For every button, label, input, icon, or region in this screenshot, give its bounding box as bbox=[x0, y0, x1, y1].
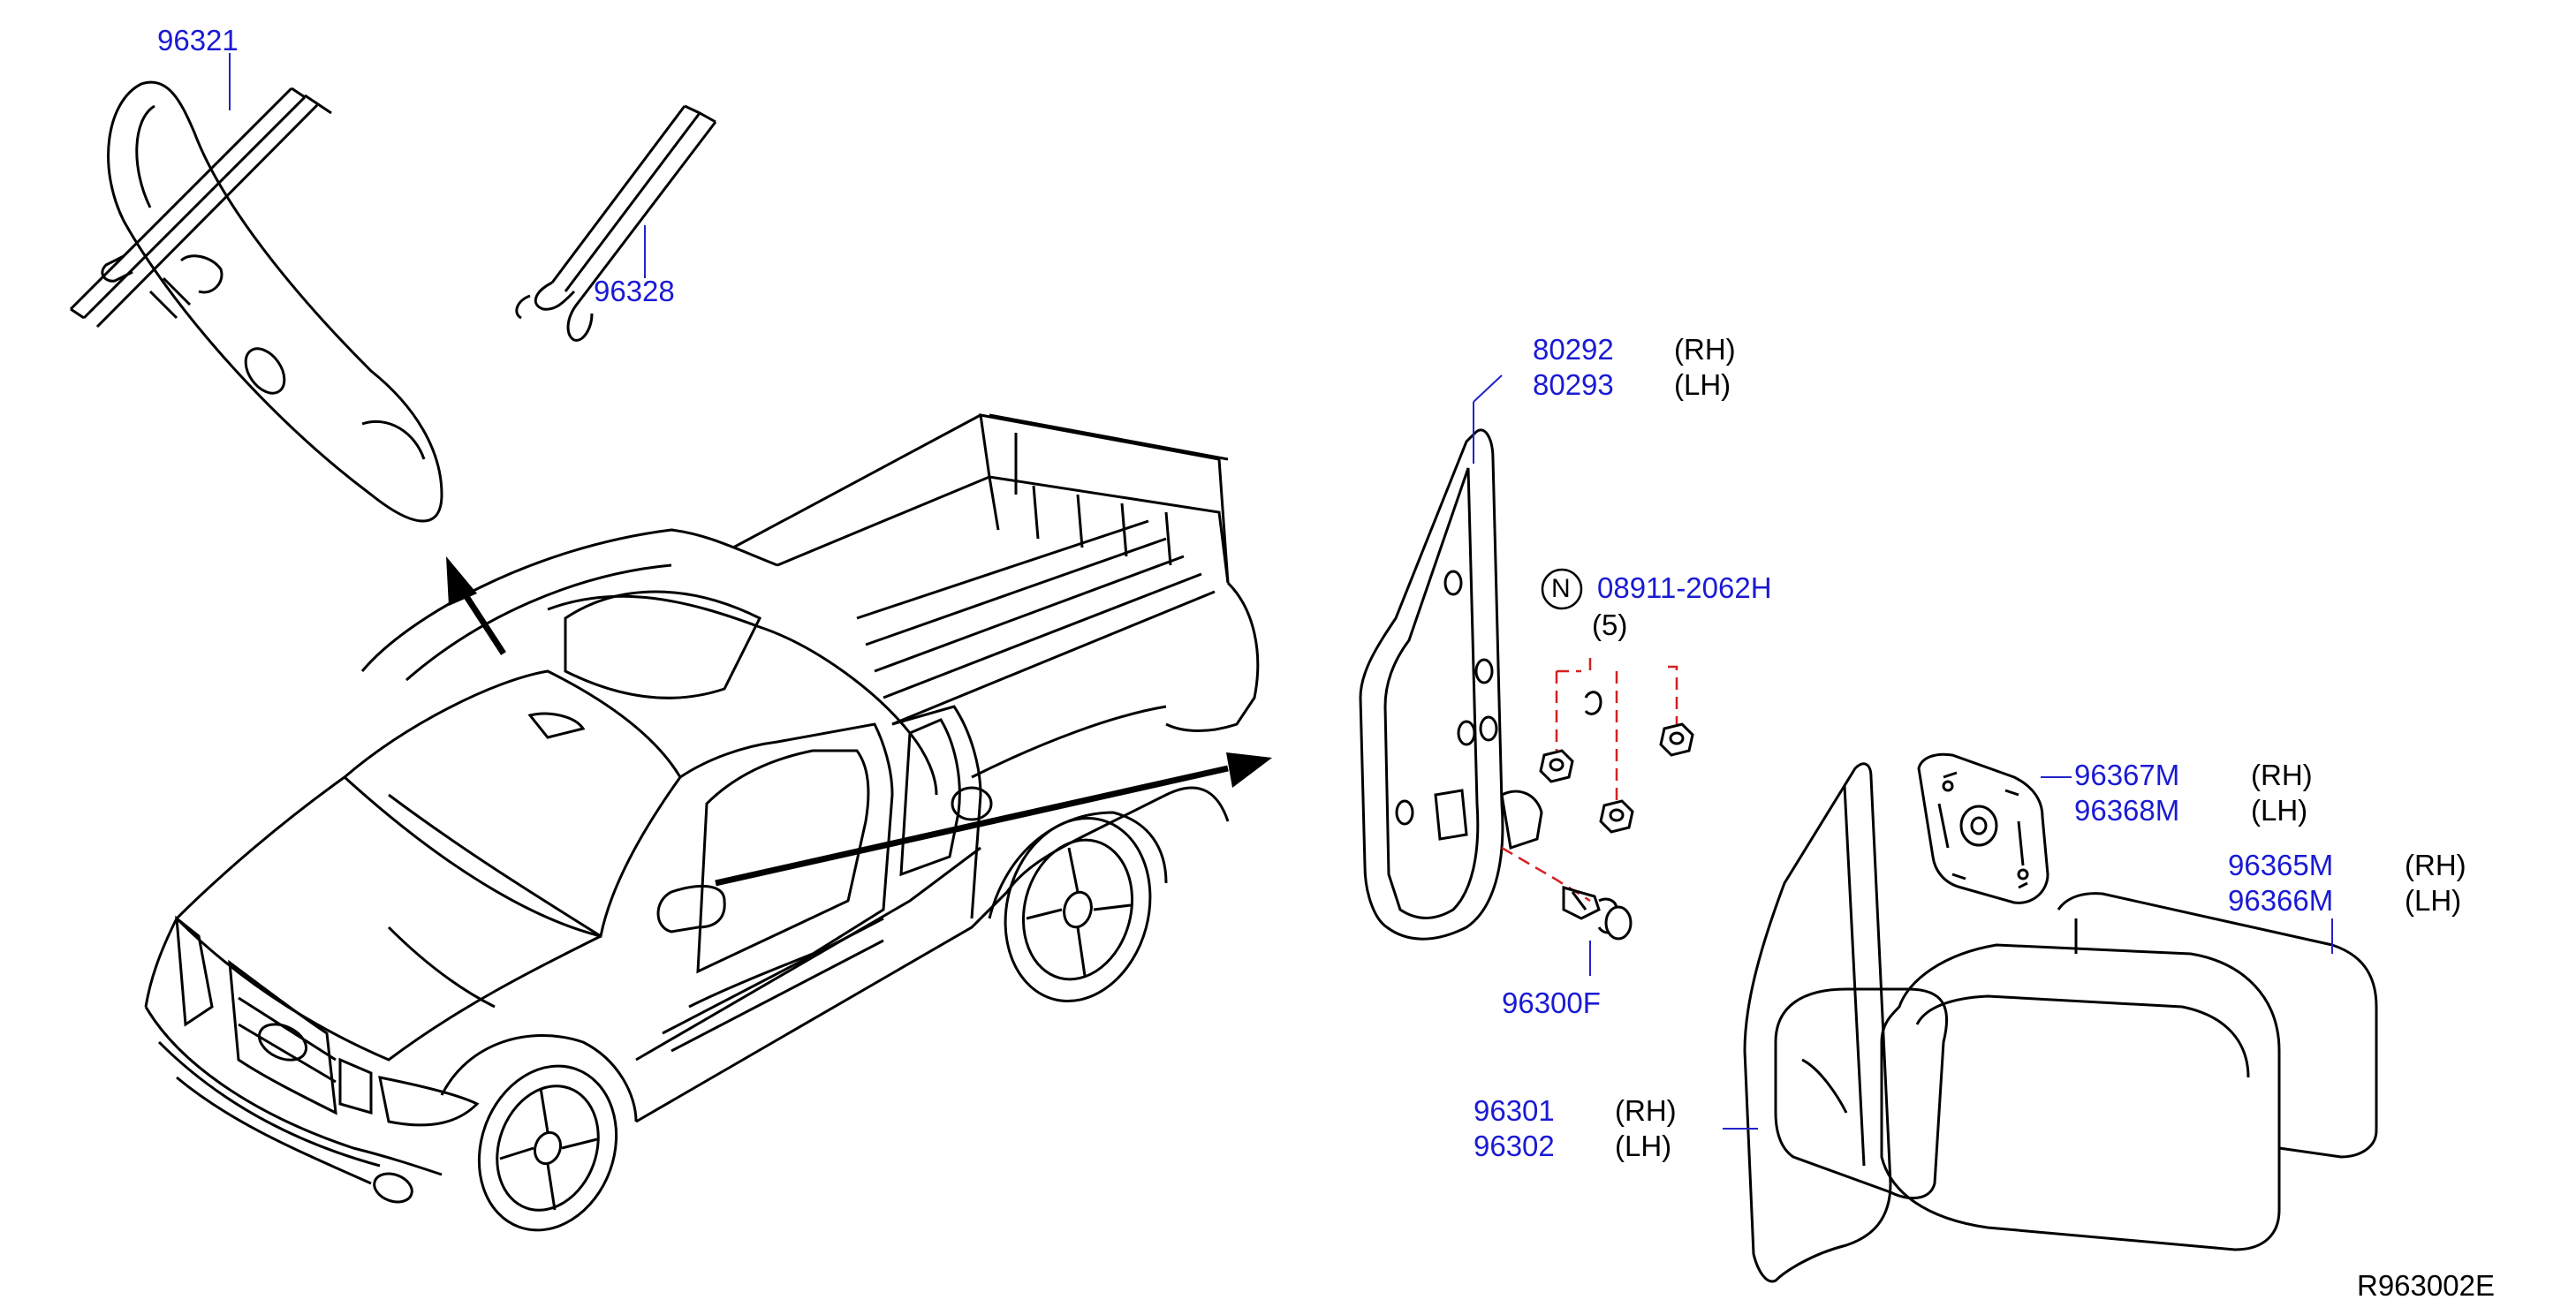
side-rh-96301: (RH) bbox=[1615, 1094, 1677, 1127]
side-rh-80292: (RH) bbox=[1674, 333, 1736, 366]
quantity-label: (5) bbox=[1592, 608, 1628, 641]
callout-arrows bbox=[446, 556, 1272, 887]
part-number-96300f[interactable]: 96300F bbox=[1502, 986, 1601, 1019]
side-lh-80293: (LH) bbox=[1674, 368, 1731, 401]
part-number-96302[interactable]: 96302 bbox=[1474, 1130, 1555, 1162]
n-symbol-label: N bbox=[1551, 574, 1571, 603]
nuts-illustration bbox=[1539, 691, 1694, 834]
part-number-80293[interactable]: 80293 bbox=[1533, 368, 1614, 401]
part-number-80292[interactable]: 80292 bbox=[1533, 333, 1614, 366]
leader-lines bbox=[229, 53, 2333, 1130]
mirror-gasket-illustration bbox=[1359, 428, 1543, 941]
truck-illustration bbox=[144, 413, 1260, 1232]
inside-mirror-illustration bbox=[69, 80, 443, 523]
part-number-96367m[interactable]: 96367M bbox=[2074, 759, 2180, 791]
part-number-08911-2062h[interactable]: 08911-2062H bbox=[1597, 571, 1772, 604]
guide-lines bbox=[1501, 658, 1678, 903]
part-number-96328[interactable]: 96328 bbox=[594, 275, 675, 307]
side-lh-96366m: (LH) bbox=[2405, 884, 2462, 917]
side-rh-96365m: (RH) bbox=[2405, 849, 2466, 881]
diagram-reference-code: R963002E bbox=[2357, 1269, 2495, 1302]
part-number-96365m[interactable]: 96365M bbox=[2228, 849, 2334, 881]
side-rh-96367m: (RH) bbox=[2251, 759, 2313, 791]
part-number-96366m[interactable]: 96366M bbox=[2228, 884, 2334, 917]
side-lh-96302: (LH) bbox=[1615, 1130, 1672, 1162]
mirror-actuator-illustration bbox=[1917, 752, 2049, 904]
part-number-96368m[interactable]: 96368M bbox=[2074, 794, 2180, 827]
n-symbol bbox=[1541, 568, 1583, 610]
side-lh-96368m: (LH) bbox=[2251, 794, 2308, 827]
mirror-clip-illustration bbox=[515, 104, 717, 342]
door-mirror-illustration bbox=[1743, 762, 2378, 1283]
screw-illustration bbox=[1562, 886, 1633, 941]
part-number-96301[interactable]: 96301 bbox=[1474, 1094, 1555, 1127]
part-number-96321[interactable]: 96321 bbox=[157, 24, 239, 57]
